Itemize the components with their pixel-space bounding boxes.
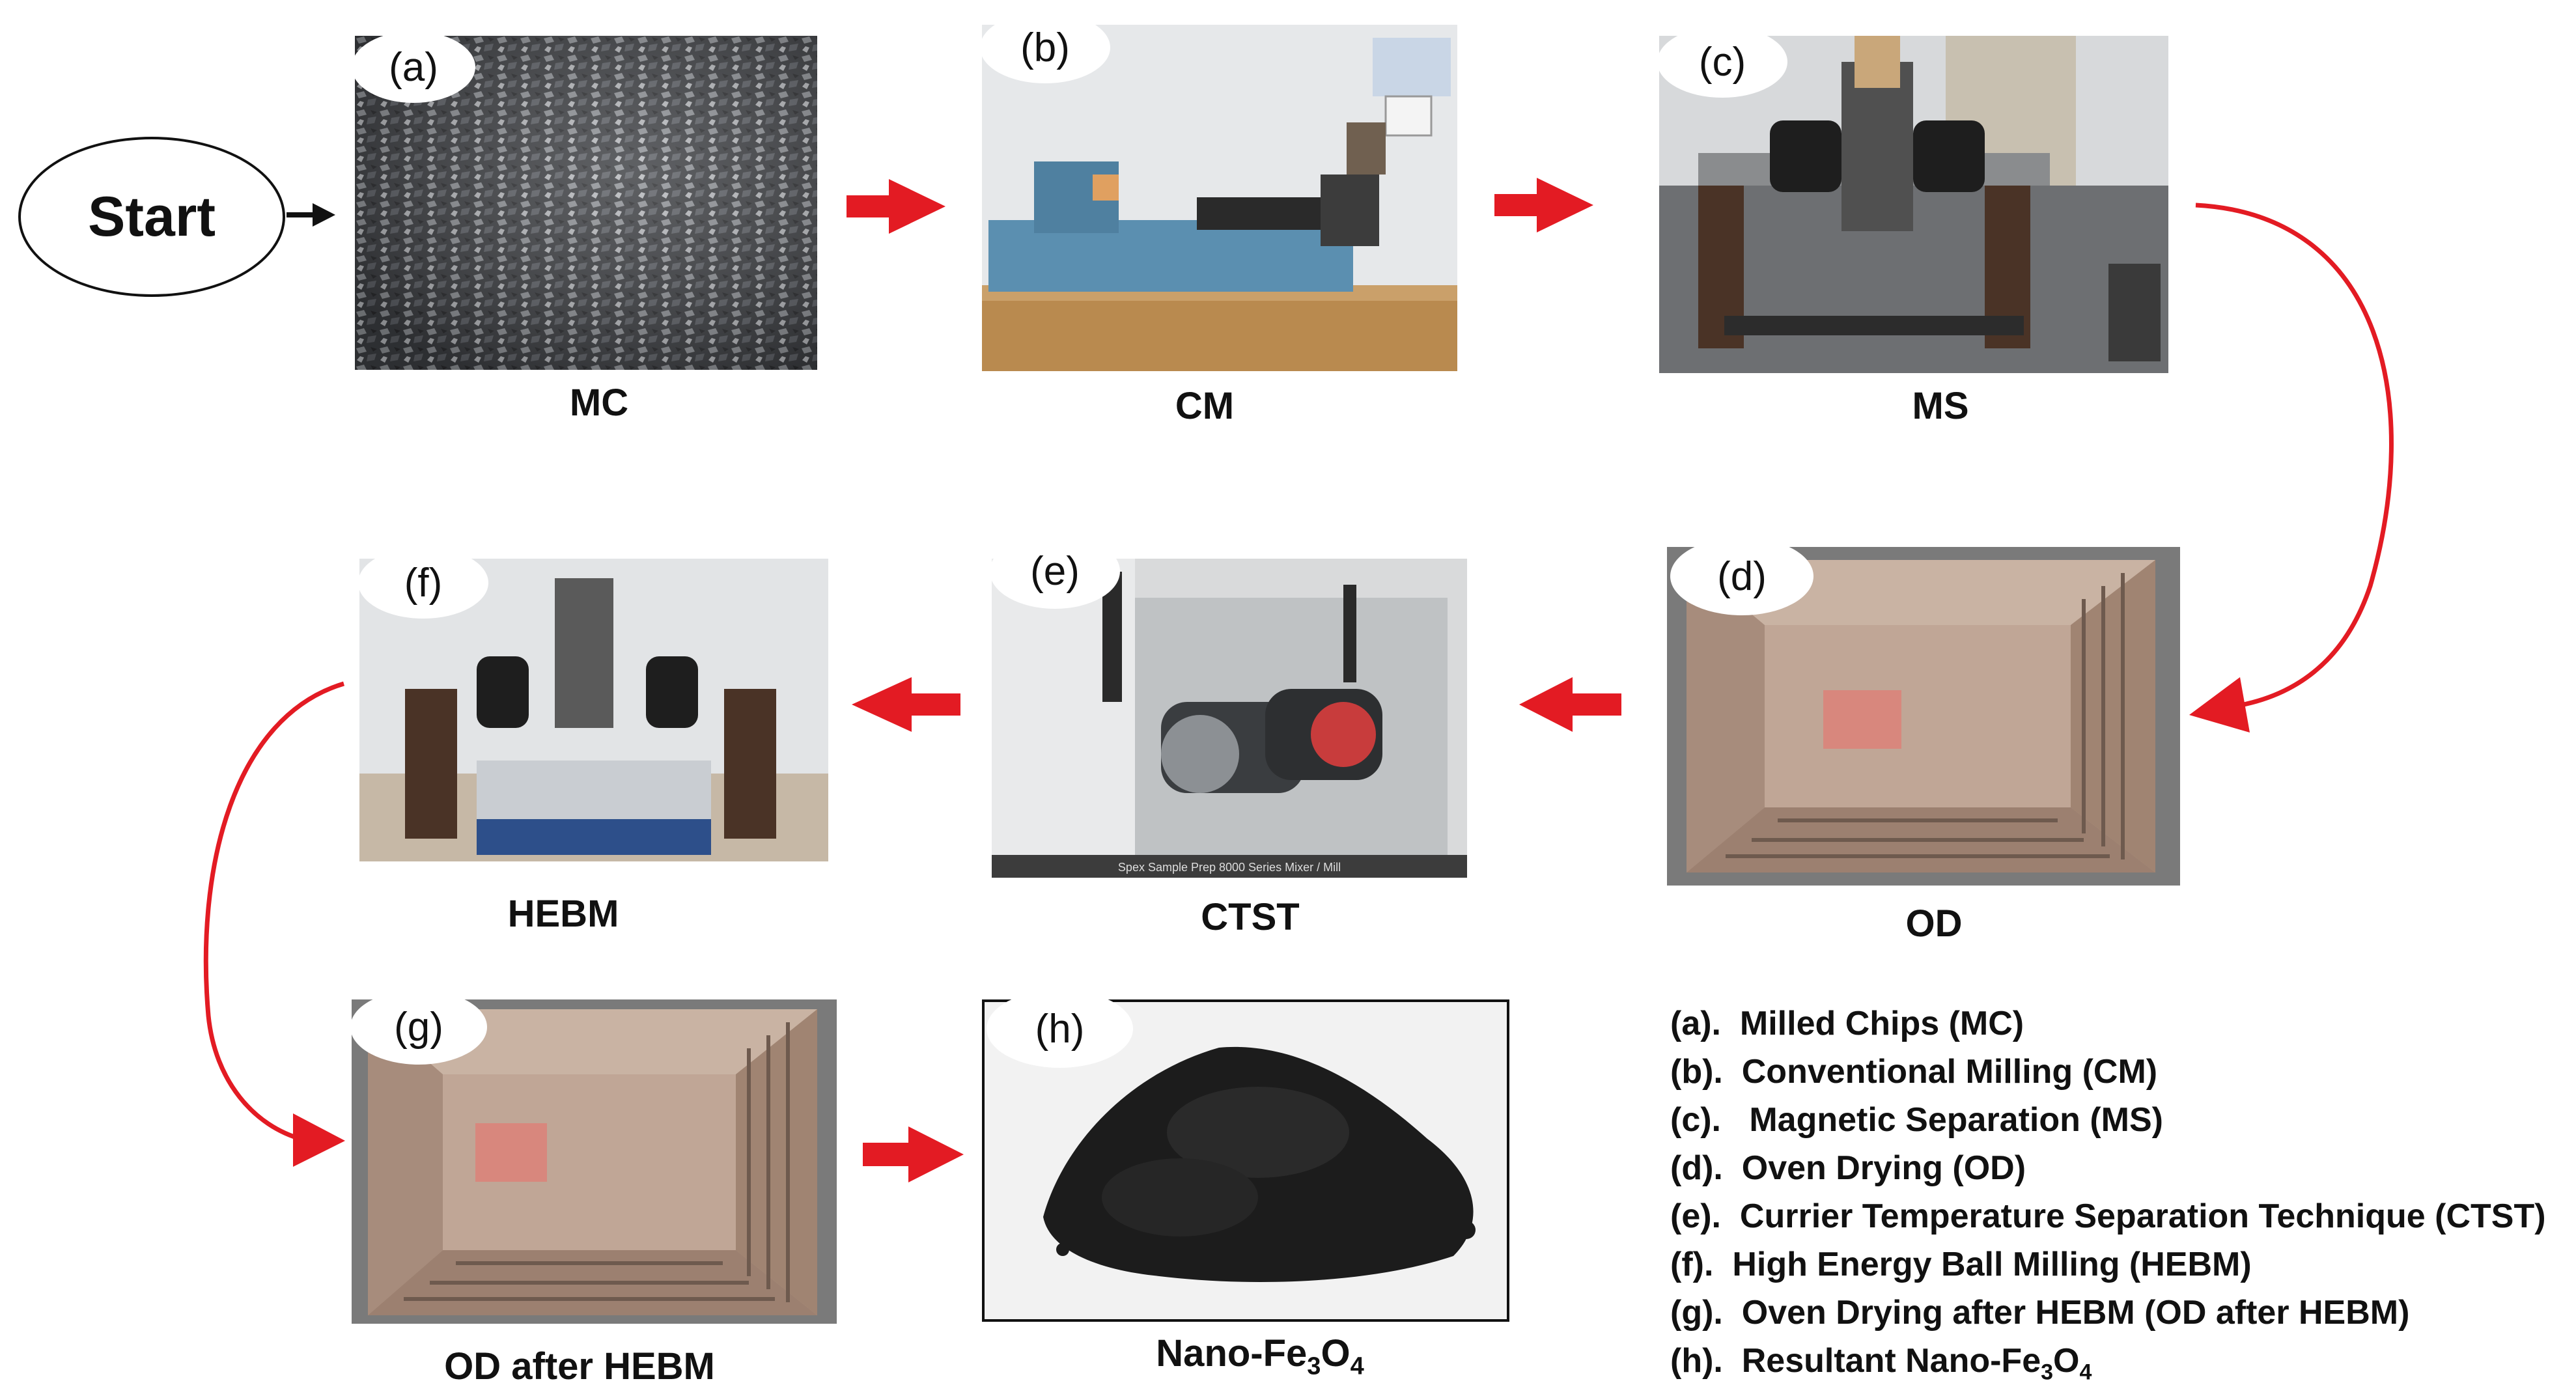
photo-hebm: [359, 559, 828, 861]
arrow-b-to-c: [1494, 178, 1593, 232]
arrow-d-to-e: [1519, 677, 1621, 732]
tag-d: (d): [1670, 537, 1813, 615]
photo-ctst: Spex Sample Prep 8000 Series Mixer / Mil…: [992, 559, 1467, 878]
caption-cm: CM: [1175, 385, 1235, 427]
arrow-a-to-b: [847, 179, 945, 234]
photo-oven-drying: [1667, 547, 2180, 886]
tag-c: (c): [1657, 26, 1787, 98]
arrow-f-to-g: [203, 681, 345, 1167]
tag-f: (f): [358, 547, 488, 619]
tag-e: (e): [990, 534, 1120, 609]
legend-item-e: (e). Currier Temperature Separation Tech…: [1670, 1197, 2546, 1235]
caption-nano-fe3o4: Nano-Fe3O4: [1156, 1332, 1364, 1380]
arrow-start-to-a: [287, 203, 335, 227]
start-label: Start: [88, 185, 216, 248]
legend-item-f: (f). High Energy Ball Milling (HEBM): [1670, 1246, 2252, 1283]
legend-item-h: (h). Resultant Nano-Fe3O4: [1670, 1342, 2092, 1385]
arrow-g-to-h: [863, 1126, 964, 1182]
photo-watermark: Spex Sample Prep 8000 Series Mixer / Mil…: [1118, 861, 1341, 874]
legend-item-c: (c). Magnetic Separation (MS): [1670, 1101, 2163, 1139]
legend-item-d: (d). Oven Drying (OD): [1670, 1149, 2026, 1187]
caption-od: OD: [1905, 902, 1963, 945]
legend-item-a: (a). Milled Chips (MC): [1670, 1005, 2024, 1042]
photo-nano-fe3o4: [982, 999, 1509, 1322]
caption-hebm: HEBM: [507, 893, 619, 935]
tag-b: (b): [980, 12, 1110, 83]
arrow-e-to-f: [852, 677, 960, 732]
tag-a: (a): [352, 31, 475, 103]
caption-mc: MC: [569, 382, 629, 424]
legend-item-b: (b). Conventional Milling (CM): [1670, 1053, 2158, 1091]
caption-ctst: CTST: [1201, 896, 1300, 938]
photo-conventional-milling: [982, 25, 1457, 371]
caption-od-after-hebm: OD after HEBM: [444, 1345, 715, 1388]
photo-oven-after-hebm: [352, 999, 837, 1324]
tag-h: (h): [987, 990, 1133, 1068]
legend-item-g: (g). Oven Drying after HEBM (OD after HE…: [1670, 1294, 2410, 1332]
arrow-c-to-d: [2189, 202, 2394, 733]
legend: (a). Milled Chips (MC) (b). Conventional…: [1670, 999, 2546, 1396]
tag-g: (g): [350, 990, 487, 1065]
start-node: Start: [18, 137, 285, 297]
caption-ms: MS: [1912, 385, 1969, 427]
